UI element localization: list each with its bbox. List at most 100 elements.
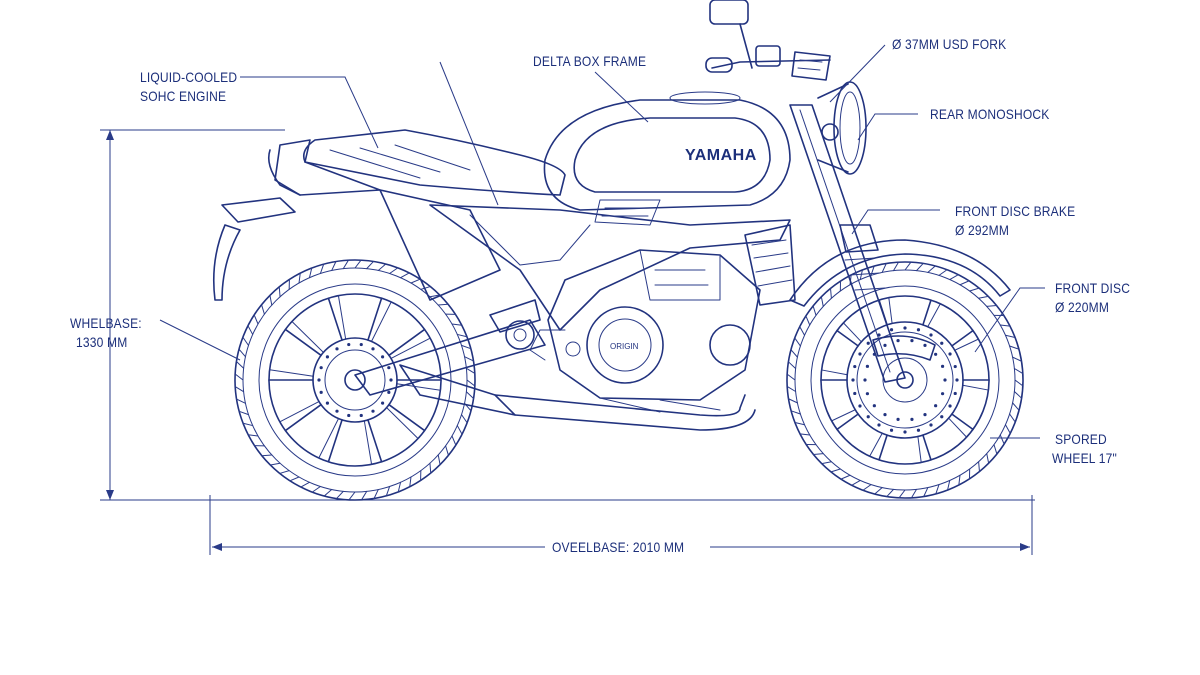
engine-label-line-1: LIQUID-COOLED [140, 69, 238, 85]
disc-hole [335, 347, 339, 351]
tire-tread-mark [385, 486, 391, 497]
tire-tread-mark [451, 323, 463, 326]
wheel-spoke [962, 384, 989, 391]
wheel-label-line-1: SPORED [1055, 431, 1107, 447]
disc-hole [865, 364, 870, 368]
disc-hole [877, 423, 881, 427]
tire-tread-mark [311, 486, 321, 493]
tire-tread-mark [238, 410, 249, 416]
tire-tread-mark [1004, 424, 1011, 434]
disc-hole [934, 404, 938, 408]
disc-hole [883, 343, 887, 347]
tire-tread-mark [234, 386, 245, 393]
tire-tread-mark [790, 349, 798, 358]
tire-tread-mark [437, 303, 449, 306]
wheel-spoke [951, 329, 974, 347]
tire-tread-mark [1009, 345, 1020, 350]
disc-hole [910, 339, 914, 343]
disc-hole [889, 328, 894, 332]
tire-tread-mark [461, 344, 472, 350]
headlight [817, 81, 867, 175]
front-disc-label-line-2: Ø 220MM [1055, 299, 1110, 315]
wheel-spoke [888, 297, 893, 324]
tire-tread-mark [336, 490, 344, 500]
tire-tread-mark [893, 261, 900, 272]
tire-tread-mark [938, 269, 948, 276]
wheel-spoke [367, 297, 383, 341]
tire-tread-mark [851, 479, 861, 486]
disc-hole [371, 347, 375, 351]
wheel-spoke [386, 407, 419, 440]
wheel-label-line-2: WHEEL 17" [1052, 450, 1117, 466]
tire-tread-mark [278, 286, 281, 298]
disc-hole [877, 333, 881, 337]
tire-tread-mark [790, 410, 801, 415]
wheel-spoke [390, 337, 431, 359]
tire-tread-mark [269, 294, 273, 306]
tire-tread-mark [821, 461, 832, 465]
tire-tread-mark [361, 490, 368, 501]
overall-length-dimension [209, 495, 1033, 555]
wheel-spoke [922, 299, 932, 326]
wheel-spoke [954, 338, 979, 351]
seat [302, 129, 566, 196]
wheel-spoke [269, 369, 314, 377]
tire-tread-mark [935, 484, 940, 495]
disc-hole [934, 352, 938, 356]
disc-hole [903, 326, 907, 330]
disc-hole [929, 333, 933, 337]
tire-tread-mark [242, 336, 249, 346]
tire-tread-mark [910, 488, 917, 499]
front-disc-label-line-1: FRONT DISC [1055, 280, 1131, 296]
disc-hole [940, 341, 944, 345]
wheel-spoke [388, 403, 426, 432]
tire-tread-mark [456, 333, 468, 338]
disc-hole [940, 415, 944, 419]
disc-hole [863, 378, 867, 382]
tire-tread-mark [466, 379, 476, 387]
disc-hole [858, 404, 862, 408]
disc-hole [335, 409, 339, 413]
tire-tread-mark [947, 479, 951, 491]
tire-tread-mark [820, 296, 824, 307]
tire-tread-mark [397, 481, 402, 493]
tire-tread-mark [354, 259, 362, 269]
tire-tread-mark [437, 454, 441, 466]
tire-tread-mark [794, 337, 801, 347]
tire-tread-mark [445, 445, 449, 456]
disc-hole [896, 417, 900, 421]
disc-hole [359, 342, 363, 347]
tire-tread-mark [986, 305, 998, 307]
disc-hole [943, 378, 947, 382]
disc-hole [953, 391, 957, 396]
tire-tread-mark [898, 489, 906, 499]
tire-tread-mark [840, 474, 851, 480]
disc-hole [910, 417, 914, 421]
tire-tread-mark [993, 444, 998, 455]
tire-tread-mark [787, 398, 798, 404]
tire-tread-mark [409, 476, 412, 488]
tire-tread-mark [799, 326, 806, 336]
disc-hole [929, 423, 933, 427]
wheel-spoke [284, 403, 322, 432]
wheel-spoke [291, 320, 324, 353]
tire-tread-mark [308, 267, 313, 279]
disc-hole [940, 392, 945, 396]
tire-tread-mark [242, 422, 254, 427]
fuel-tank [543, 91, 791, 211]
wheel-spoke [842, 322, 862, 343]
disc-hole [889, 428, 894, 432]
tire-tread-mark [247, 325, 254, 335]
front-fender [789, 239, 1011, 307]
tire-tread-mark [874, 487, 883, 495]
wheel-spoke [327, 297, 343, 341]
frame [379, 189, 791, 331]
tire-tread-mark [904, 261, 912, 271]
tire-tread-mark [429, 462, 432, 474]
disc-hole [896, 339, 900, 343]
tire-tread-mark [999, 324, 1011, 327]
tire-tread-mark [799, 433, 811, 436]
tire-tread-mark [881, 262, 887, 273]
tire-tread-mark [978, 295, 989, 299]
disc-hole [853, 364, 857, 369]
